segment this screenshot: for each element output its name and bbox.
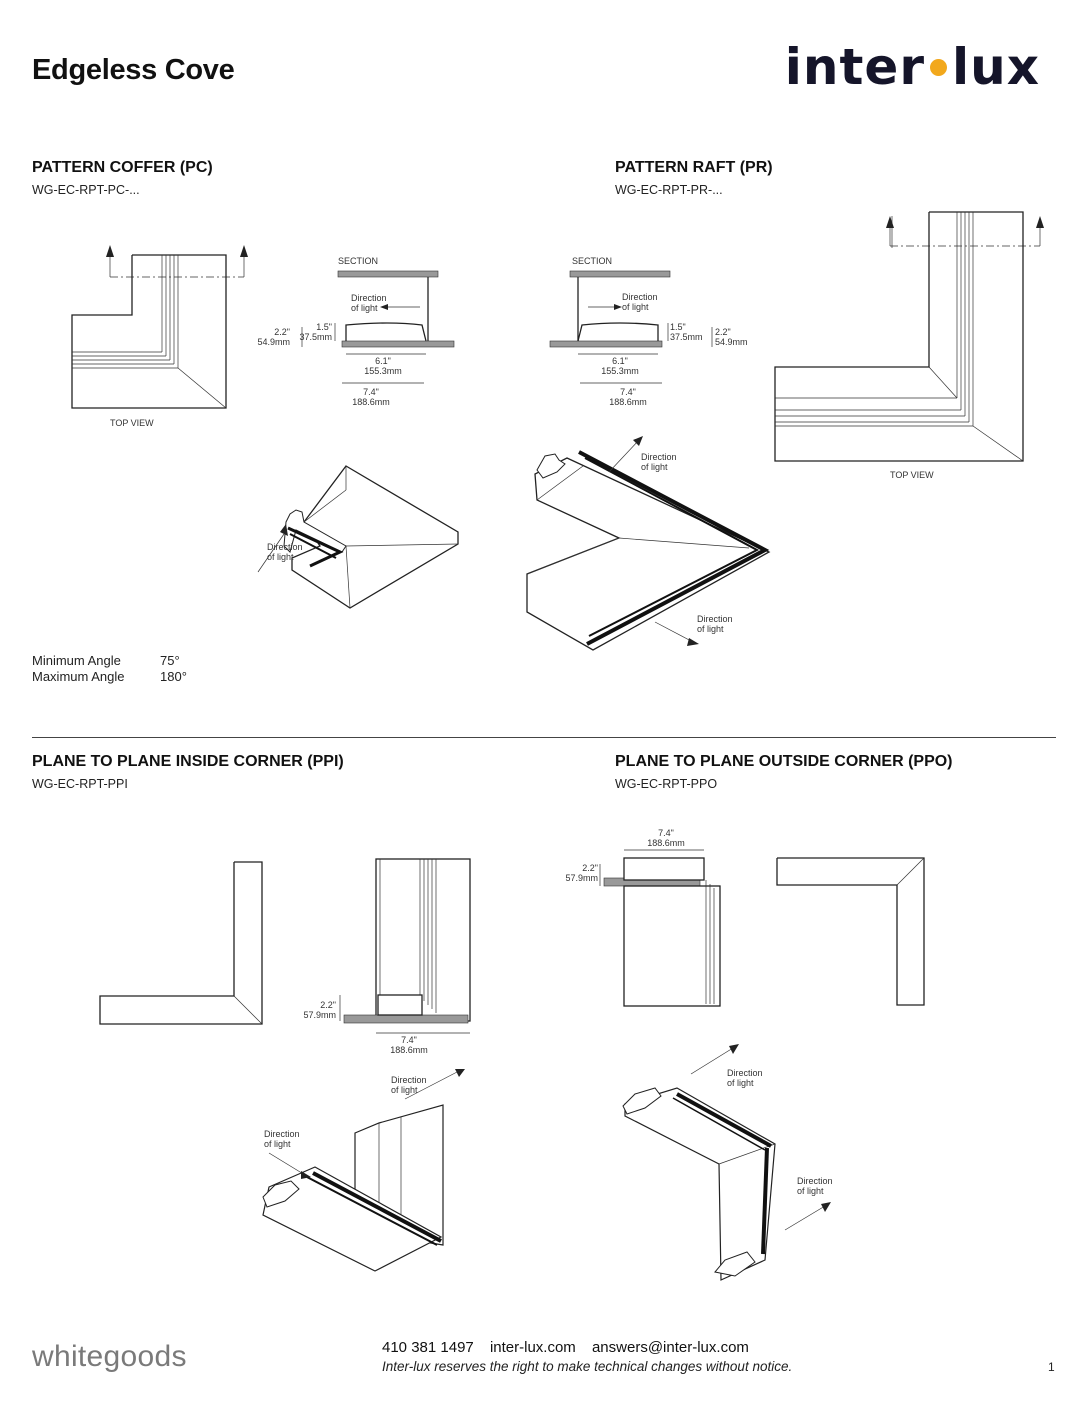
ppi-section-drawing xyxy=(339,858,471,1034)
page-title: Edgeless Cove xyxy=(32,54,235,86)
email-link[interactable]: answers@inter-lux.com xyxy=(591,1339,749,1356)
ppo-code: WG-EC-RPT-PPO xyxy=(615,777,718,791)
ppi-heading: PLANE TO PLANE INSIDE CORNER (PPI) xyxy=(32,753,344,770)
pr-section-label: SECTION xyxy=(572,256,613,266)
pc-dim-61: 6.1"155.3mm xyxy=(364,356,402,376)
ppo-section-drawing xyxy=(599,849,721,1007)
ppi-code: WG-EC-RPT-PPI xyxy=(32,777,128,791)
pr-top-view-drawing xyxy=(774,211,1044,462)
pr-dim-15: 1.5"37.5mm xyxy=(670,322,703,342)
pc-top-view-label: TOP VIEW xyxy=(110,418,154,428)
disclaimer-notice: Inter-lux reserves the right to make tec… xyxy=(382,1359,793,1374)
pr-dim-22: 2.2"54.9mm xyxy=(715,327,748,347)
page-number: 1 xyxy=(1048,1360,1055,1374)
pc-heading: PATTERN COFFER (PC) xyxy=(32,159,213,176)
pr-isometric-drawing xyxy=(526,436,771,651)
logo-dot-icon xyxy=(930,59,947,76)
pc-dim-74: 7.4"188.6mm xyxy=(352,387,390,407)
ppo-top-view-drawing xyxy=(776,857,925,1006)
pc-code: WG-EC-RPT-PC-... xyxy=(32,183,140,197)
pc-top-view-drawing xyxy=(71,245,248,409)
pc-isometric-drawing xyxy=(257,465,459,609)
website-link[interactable]: inter-lux.com xyxy=(489,1339,576,1356)
section-divider xyxy=(32,737,1056,738)
pc-dim-15: 1.5"37.5mm xyxy=(299,322,332,342)
pr-heading: PATTERN RAFT (PR) xyxy=(615,159,773,176)
pc-section-drawing xyxy=(301,270,455,384)
ppi-isometric-drawing xyxy=(262,1069,465,1272)
pr-code: WG-EC-RPT-PR-... xyxy=(615,183,723,197)
pr-section-drawing xyxy=(549,270,713,384)
logo-text-left: inter xyxy=(784,38,925,96)
pr-dim-61: 6.1"155.3mm xyxy=(601,356,639,376)
pr-dim-74: 7.4"188.6mm xyxy=(609,387,647,407)
ppo-isometric-drawing xyxy=(622,1044,831,1281)
ppi-top-view-drawing xyxy=(99,861,263,1025)
phone-number[interactable]: 410 381 1497 xyxy=(382,1339,474,1356)
ppi-dim-74: 7.4"188.6mm xyxy=(390,1035,428,1055)
logo-text-right: lux xyxy=(952,38,1040,96)
ppo-dim-22: 2.2"57.9mm xyxy=(565,863,598,883)
whitegoods-logo: whitegoods xyxy=(32,1340,187,1373)
pc-dim-22: 2.2"54.9mm xyxy=(257,327,290,347)
pc-section-label: SECTION xyxy=(338,256,379,266)
ppo-heading: PLANE TO PLANE OUTSIDE CORNER (PPO) xyxy=(615,753,953,770)
pr-top-view-label: TOP VIEW xyxy=(890,470,934,480)
interlux-logo: inter lux xyxy=(785,38,1040,96)
ppo-dim-74: 7.4"188.6mm xyxy=(647,828,685,848)
ppi-dim-22: 2.2"57.9mm xyxy=(303,1000,336,1020)
contact-line: 410 381 1497 inter-lux.com answers@inter… xyxy=(382,1339,761,1356)
